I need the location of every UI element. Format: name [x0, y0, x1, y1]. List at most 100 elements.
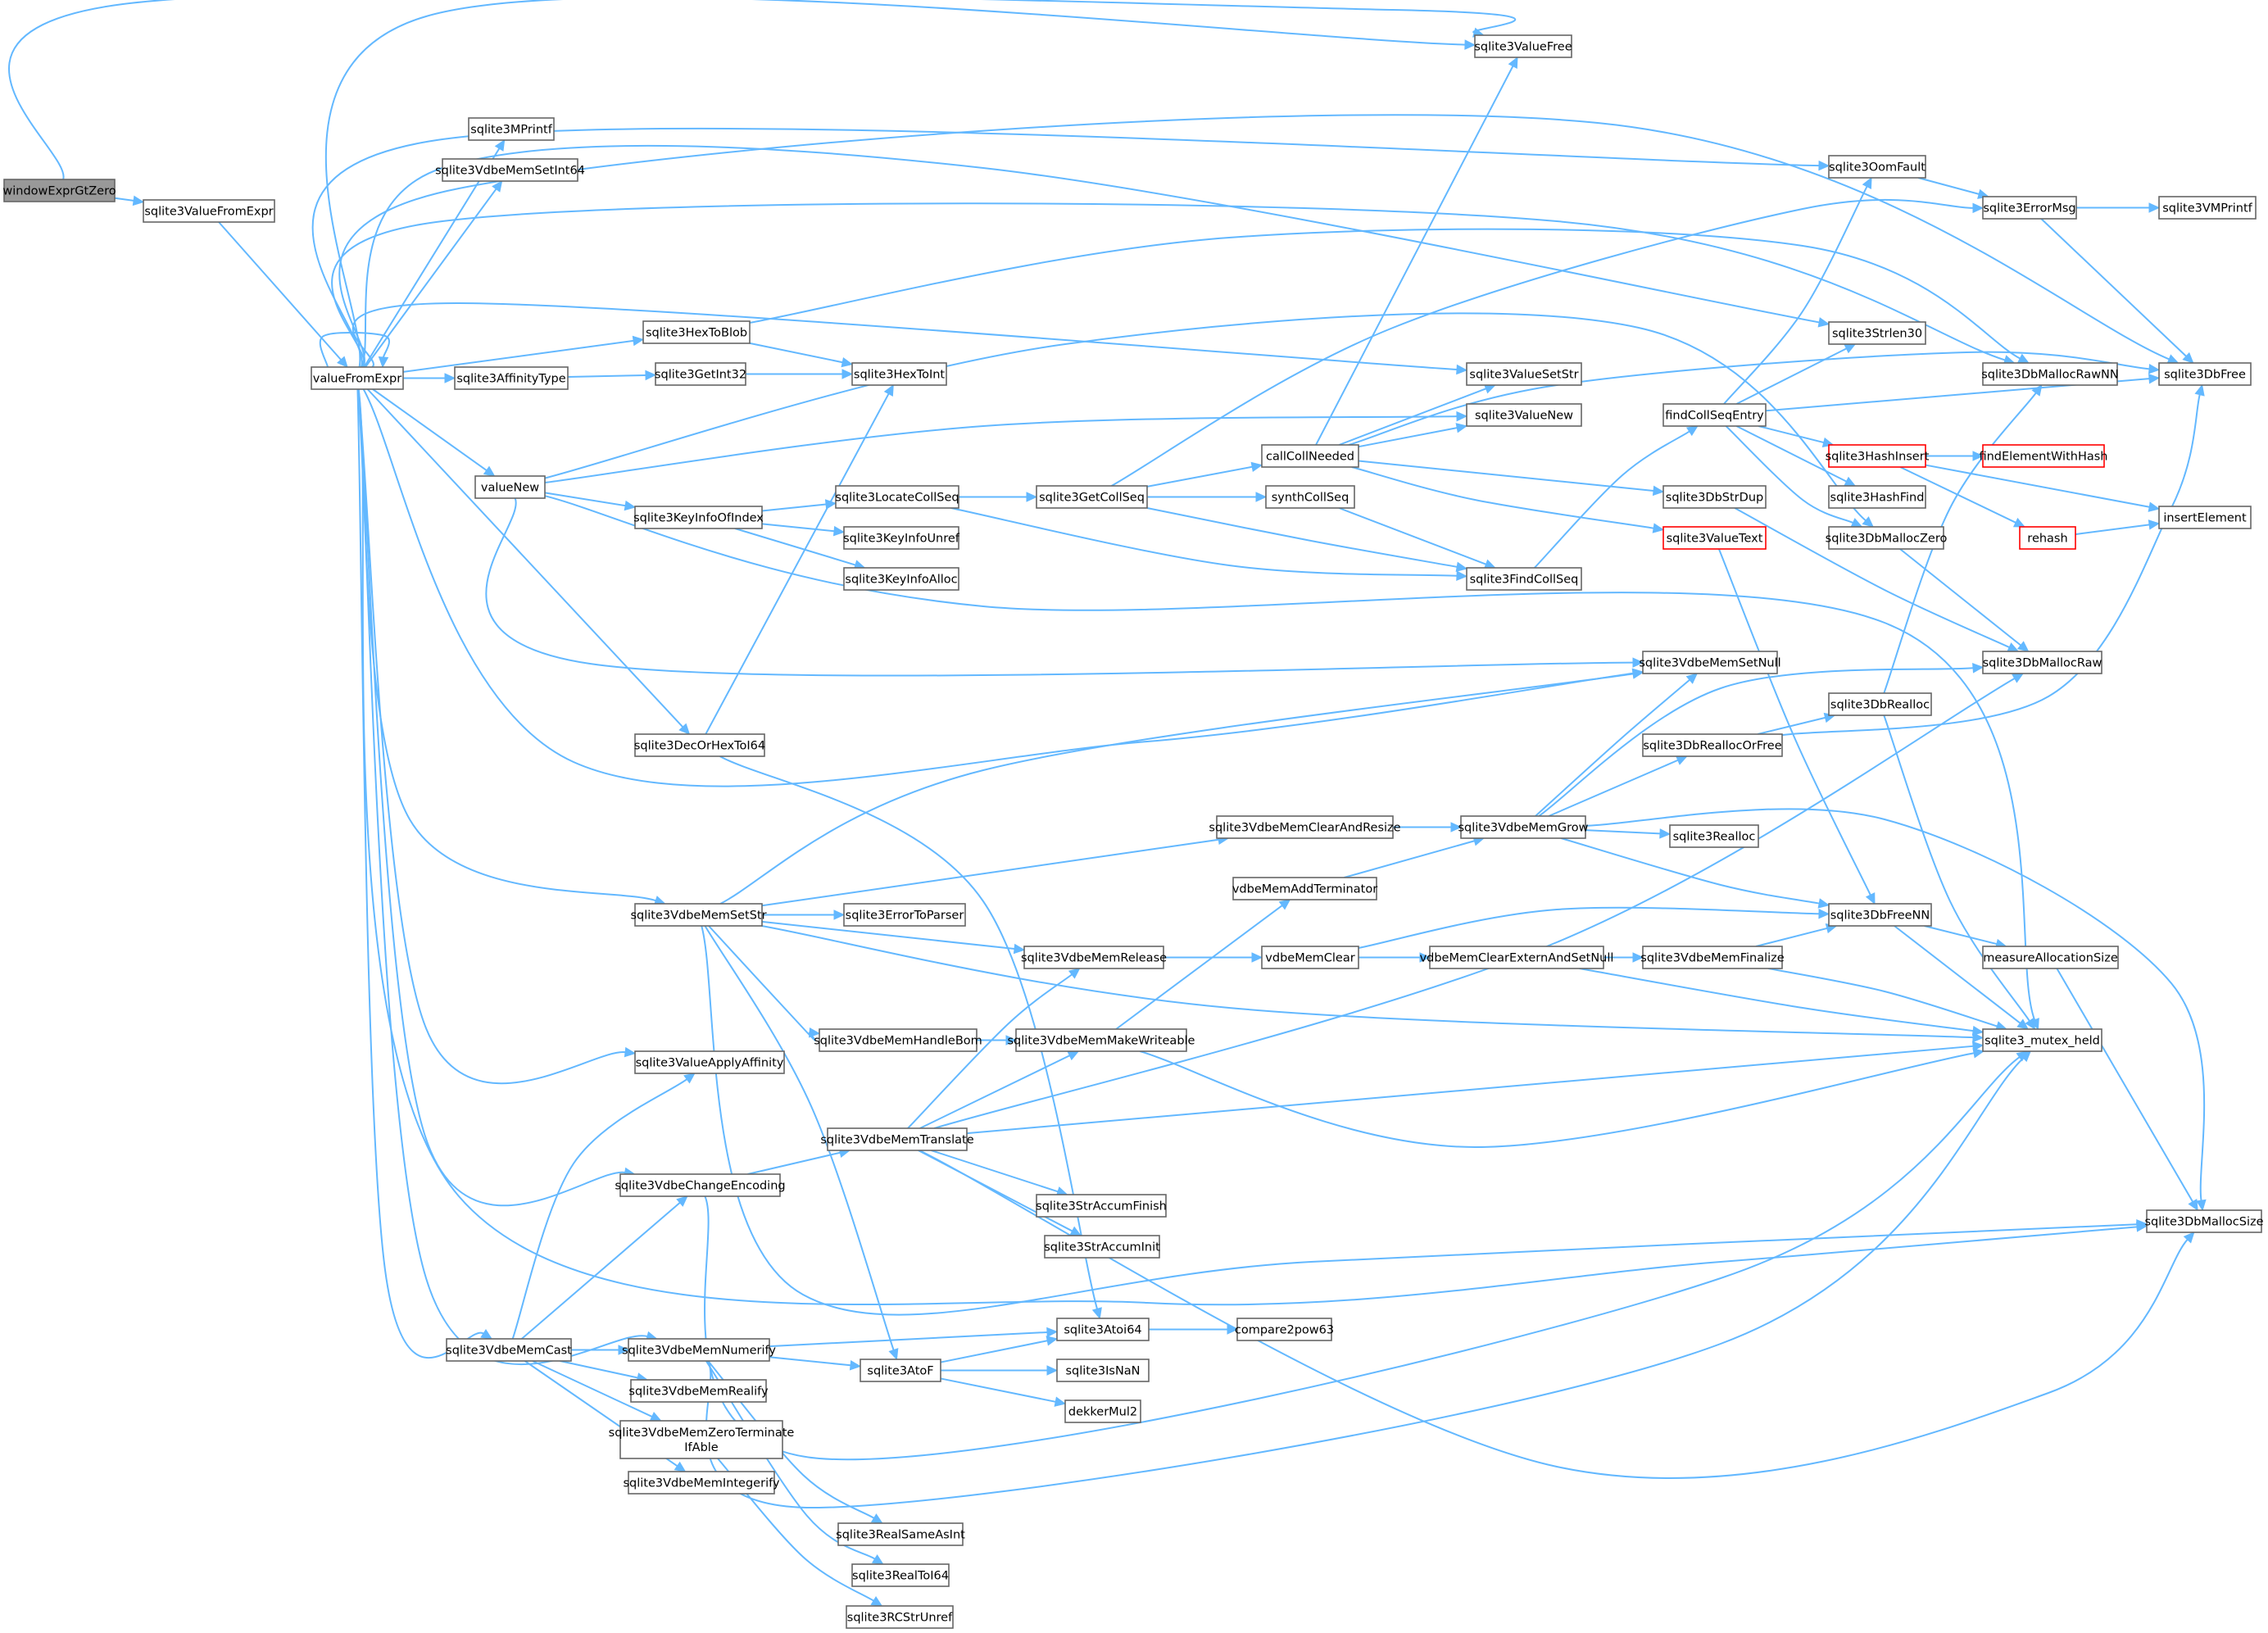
node-box	[1828, 155, 1926, 179]
node-sqlite3VdbeMemClearAndResize[interactable]: sqlite3VdbeMemClearAndResize	[1209, 815, 1401, 839]
node-windowExprGtZero[interactable]: windowExprGtZero	[2, 179, 116, 202]
node-sqlite3VdbeMemFinalize[interactable]: sqlite3VdbeMemFinalize	[1640, 946, 1785, 969]
node-sqlite3HexToBlob[interactable]: sqlite3HexToBlob	[642, 320, 751, 344]
node-sqlite3IsNaN[interactable]: sqlite3IsNaN	[1056, 1359, 1150, 1382]
node-dekkerMul2[interactable]: dekkerMul2	[1064, 1399, 1141, 1423]
node-sqlite3DbMallocRawNN[interactable]: sqlite3DbMallocRawNN	[1981, 362, 2119, 386]
node-sqlite3DbFree[interactable]: sqlite3DbFree	[2158, 362, 2252, 386]
node-label: sqlite3HexToInt	[854, 369, 946, 382]
node-synthCollSeq[interactable]: synthCollSeq	[1265, 485, 1355, 509]
node-sqlite3StrAccumInit[interactable]: sqlite3StrAccumInit	[1044, 1235, 1160, 1259]
node-valueNew[interactable]: valueNew	[474, 475, 546, 499]
node-sqlite3VdbeMemMakeWriteable[interactable]: sqlite3VdbeMemMakeWriteable	[1008, 1028, 1195, 1052]
node-sqlite3StrAccumFinish[interactable]: sqlite3StrAccumFinish	[1036, 1194, 1167, 1218]
node-sqlite3ValueApplyAffinity[interactable]: sqlite3ValueApplyAffinity	[634, 1050, 785, 1074]
node-sqlite3LocateCollSeq[interactable]: sqlite3LocateCollSeq	[835, 485, 959, 509]
edge-sqlite3VdbeMemTranslate-to-sqlite3VdbeMemMakeWriteable	[919, 1055, 1070, 1129]
node-sqlite3HashFind[interactable]: sqlite3HashFind	[1828, 485, 1926, 509]
node-box	[1982, 946, 2119, 969]
node-sqlite3VdbeMemSetStr[interactable]: sqlite3VdbeMemSetStr	[630, 903, 767, 927]
edge-valueFromExpr-to-sqlite3DbMallocSize	[357, 388, 2138, 1306]
node-sqlite3DbReallocOrFree[interactable]: sqlite3DbReallocOrFree	[1642, 733, 1783, 757]
node-sqlite3VdbeMemTranslate[interactable]: sqlite3VdbeMemTranslate	[820, 1127, 974, 1151]
node-sqlite3ValueText[interactable]: sqlite3ValueText	[1662, 526, 1767, 550]
node-sqlite3GetCollSeq[interactable]: sqlite3GetCollSeq	[1036, 485, 1148, 509]
node-sqlite3ValueFromExpr[interactable]: sqlite3ValueFromExpr	[143, 199, 275, 223]
node-sqlite3DbFreeNN[interactable]: sqlite3DbFreeNN	[1828, 903, 1932, 927]
node-sqlite3ErrorToParser[interactable]: sqlite3ErrorToParser	[843, 903, 966, 927]
node-sqlite3Strlen30[interactable]: sqlite3Strlen30	[1828, 321, 1926, 345]
node-sqlite3KeyInfoUnref[interactable]: sqlite3KeyInfoUnref	[843, 526, 960, 550]
node-sqlite3AffinityType[interactable]: sqlite3AffinityType	[454, 366, 569, 390]
node-sqlite3VdbeMemRelease[interactable]: sqlite3VdbeMemRelease	[1021, 946, 1167, 969]
node-label: sqlite3VdbeMemRealify	[628, 1386, 769, 1399]
node-sqlite3Realloc[interactable]: sqlite3Realloc	[1669, 824, 1759, 848]
node-box	[1982, 1028, 2102, 1052]
node-sqlite3VdbeMemNumerify[interactable]: sqlite3VdbeMemNumerify	[622, 1338, 776, 1362]
node-sqlite3VdbeChangeEncoding[interactable]: sqlite3VdbeChangeEncoding	[615, 1173, 786, 1197]
node-label: sqlite3HashFind	[1830, 492, 1925, 505]
node-sqlite3DbMallocZero[interactable]: sqlite3DbMallocZero	[1826, 526, 1948, 550]
edge-windowExprGtZero-to-sqlite3ValueFree	[8, 0, 1517, 180]
node-sqlite3OomFault[interactable]: sqlite3OomFault	[1828, 155, 1926, 179]
node-sqlite3MPrintf[interactable]: sqlite3MPrintf	[468, 117, 555, 141]
node-sqlite3_mutex_held[interactable]: sqlite3_mutex_held	[1982, 1028, 2102, 1052]
node-box	[1828, 526, 1944, 550]
edge-sqlite3VdbeMemSetStr-to-sqlite3VdbeMemRelease	[761, 920, 1015, 950]
node-sqlite3RealToI64[interactable]: sqlite3RealToI64	[851, 1563, 950, 1587]
edge-vdbeMemAddTerminator-to-sqlite3VdbeMemGrow	[1344, 840, 1475, 878]
node-sqlite3DbMallocRaw[interactable]: sqlite3DbMallocRaw	[1982, 651, 2102, 674]
node-sqlite3ValueFree[interactable]: sqlite3ValueFree	[1474, 34, 1572, 58]
edge-valueFromExpr-to-sqlite3VdbeMemSetStr	[357, 388, 656, 902]
node-valueFromExpr[interactable]: valueFromExpr	[311, 366, 404, 390]
node-sqlite3HexToInt[interactable]: sqlite3HexToInt	[851, 362, 947, 386]
arrowhead-sqlite3VdbeMemTranslate-to-sqlite3VdbeMemMakeWriteable	[1067, 1050, 1080, 1061]
node-vdbeMemClear[interactable]: vdbeMemClear	[1261, 946, 1359, 969]
node-sqlite3RCStrUnref[interactable]: sqlite3RCStrUnref	[846, 1605, 954, 1629]
node-label: sqlite3KeyInfoOfIndex	[633, 512, 764, 525]
node-sqlite3VdbeMemIntegerify[interactable]: sqlite3VdbeMemIntegerify	[623, 1471, 780, 1495]
node-sqlite3DbStrDup[interactable]: sqlite3DbStrDup	[1662, 485, 1767, 509]
node-sqlite3VdbeMemSetInt64[interactable]: sqlite3VdbeMemSetInt64	[435, 158, 585, 182]
node-sqlite3VdbeMemRealify[interactable]: sqlite3VdbeMemRealify	[628, 1379, 769, 1403]
node-sqlite3KeyInfoOfIndex[interactable]: sqlite3KeyInfoOfIndex	[633, 506, 764, 529]
node-label: sqlite3StrAccumInit	[1044, 1241, 1160, 1254]
node-box	[851, 1563, 950, 1587]
node-sqlite3Atoi64[interactable]: sqlite3Atoi64	[1056, 1318, 1150, 1341]
node-sqlite3HashInsert[interactable]: sqlite3HashInsert	[1826, 444, 1930, 468]
node-sqlite3GetInt32[interactable]: sqlite3GetInt32	[655, 362, 746, 386]
node-sqlite3VdbeMemHandleBom[interactable]: sqlite3VdbeMemHandleBom	[814, 1028, 982, 1052]
node-sqlite3VdbeMemSetNull[interactable]: sqlite3VdbeMemSetNull	[1639, 651, 1781, 674]
node-rehash[interactable]: rehash	[2019, 526, 2076, 550]
node-vdbeMemClearExternAndSetNull[interactable]: vdbeMemClearExternAndSetNull	[1420, 946, 1614, 969]
node-sqlite3AtoF[interactable]: sqlite3AtoF	[860, 1359, 941, 1382]
node-insertElement[interactable]: insertElement	[2158, 506, 2252, 529]
node-callCollNeeded[interactable]: callCollNeeded	[1261, 444, 1359, 468]
edge-rehash-to-insertElement	[2075, 524, 2150, 536]
node-label: windowExprGtZero	[2, 185, 116, 198]
edge-valueNew-to-sqlite3ValueNew	[544, 415, 1458, 484]
node-sqlite3VMPrintf[interactable]: sqlite3VMPrintf	[2158, 196, 2257, 220]
node-sqlite3VdbeMemCast[interactable]: sqlite3VdbeMemCast	[446, 1338, 572, 1362]
node-findElementWithHash[interactable]: findElementWithHash	[1979, 444, 2108, 468]
node-sqlite3DbRealloc[interactable]: sqlite3DbRealloc	[1828, 692, 1932, 716]
node-sqlite3FindCollSeq[interactable]: sqlite3FindCollSeq	[1466, 567, 1582, 591]
node-sqlite3VdbeMemGrow[interactable]: sqlite3VdbeMemGrow	[1458, 815, 1589, 839]
arrowhead-sqlite3VdbeMemGrow-to-sqlite3DbReallocOrFree	[1675, 755, 1688, 765]
node-measureAllocationSize[interactable]: measureAllocationSize	[1982, 946, 2119, 969]
node-sqlite3KeyInfoAlloc[interactable]: sqlite3KeyInfoAlloc	[843, 567, 959, 591]
node-sqlite3DbMallocSize[interactable]: sqlite3DbMallocSize	[2144, 1209, 2264, 1233]
node-sqlite3ValueSetStr[interactable]: sqlite3ValueSetStr	[1466, 362, 1582, 386]
node-sqlite3ValueNew[interactable]: sqlite3ValueNew	[1466, 403, 1582, 427]
node-findCollSeqEntry[interactable]: findCollSeqEntry	[1662, 403, 1767, 427]
arrowhead-sqlite3AffinityType-to-sqlite3GetInt32	[645, 370, 657, 381]
node-sqlite3ErrorMsg[interactable]: sqlite3ErrorMsg	[1982, 196, 2077, 220]
edge-sqlite3VdbeMemTranslate-to-sqlite3StrAccumFinish	[931, 1150, 1059, 1193]
arrowhead-sqlite3DbStrDup-to-sqlite3DbMallocRaw	[2007, 642, 2020, 652]
node-sqlite3DecOrHexToI64[interactable]: sqlite3DecOrHexToI64	[634, 733, 765, 757]
node-compare2pow63[interactable]: compare2pow63	[1235, 1318, 1334, 1341]
node-label: sqlite3GetCollSeq	[1039, 492, 1145, 505]
node-vdbeMemAddTerminator[interactable]: vdbeMemAddTerminator	[1232, 877, 1377, 900]
node-sqlite3RealSameAsInt[interactable]: sqlite3RealSameAsInt	[836, 1522, 965, 1546]
